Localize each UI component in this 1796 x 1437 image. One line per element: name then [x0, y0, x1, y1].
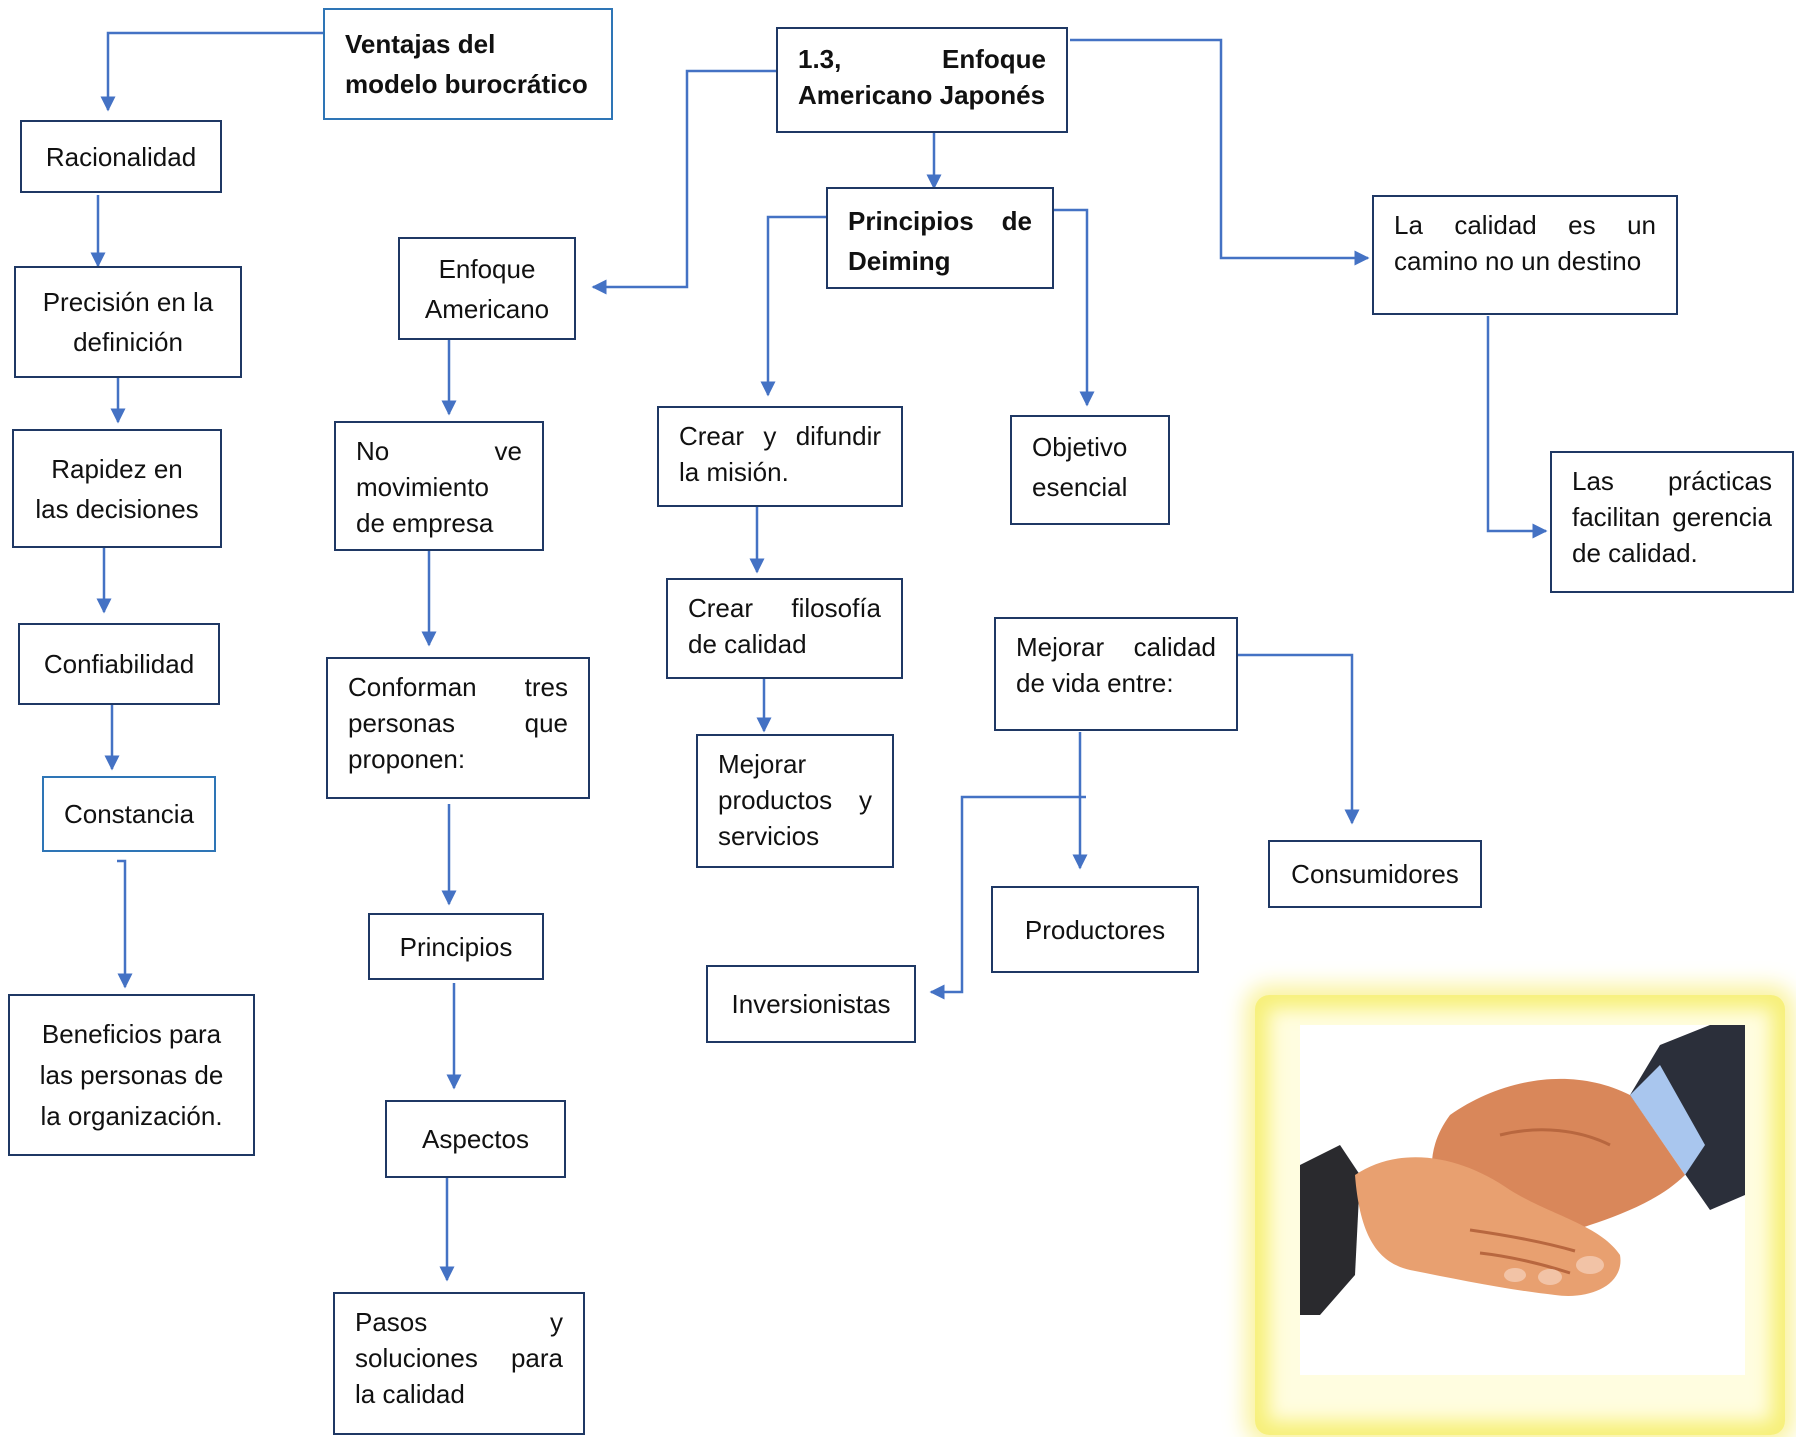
node-confiabilidad-label: Confiabilidad [43, 649, 195, 679]
node-racionalidad-label: Racionalidad [45, 141, 197, 172]
arrow-calidad-practicas [1486, 316, 1548, 539]
arrow-vida-inversionistas [929, 795, 1086, 1000]
node-inversionistas-label: Inversionistas [731, 989, 891, 1019]
node-objetivo-label: Objetivo esencial [1032, 432, 1128, 502]
node-crear-filosofia: Crear filosofía de calidad [666, 578, 903, 679]
node-productores-label: Productores [1024, 914, 1166, 945]
node-practicas: Las prácticas facilitan gerencia de cali… [1550, 451, 1794, 593]
node-mejorar-productos: Mejorar productos y servicios [696, 734, 894, 868]
node-mejorar-productos-label: Mejorar productos y servicios [718, 749, 872, 851]
node-deiming: Principios de Deiming [826, 187, 1054, 289]
node-aspectos-label: Aspectos [422, 1124, 529, 1154]
arrow-deiming-crear [760, 215, 829, 397]
arrow-vida-consumidores [1238, 653, 1360, 825]
node-conforman: Conforman tres personas que proponen: [326, 657, 590, 799]
arrow-enfoque-aj-americano [591, 69, 777, 295]
node-enfoque-americano: Enfoque Americano [398, 237, 576, 340]
node-principios-label: Principios [399, 931, 513, 962]
node-no-ve-label: No ve movimiento de empresa [356, 436, 522, 538]
node-precision: Precisión en la definición [14, 266, 242, 378]
node-calidad-camino-label: La calidad es un camino no un destino [1394, 210, 1656, 276]
node-confiabilidad: Confiabilidad [18, 623, 220, 705]
node-pasos-label: Pasos y soluciones para la calidad [355, 1307, 563, 1409]
node-beneficios-label: Beneficios para las personas de la organ… [39, 1018, 224, 1131]
node-deiming-label: Principios de Deiming [848, 206, 1032, 276]
node-pasos: Pasos y soluciones para la calidad [333, 1292, 585, 1435]
node-precision-label: Precisión en la definición [42, 287, 214, 357]
arrow-ventajas-racionalidad [100, 31, 323, 112]
node-crear-difundir-label: Crear y difundir la misión. [679, 421, 881, 487]
node-consumidores-label: Consumidores [1291, 859, 1459, 889]
node-enfoque-americano-label: Enfoque Americano [424, 253, 550, 324]
node-principios: Principios [368, 913, 544, 980]
node-inversionistas: Inversionistas [706, 965, 916, 1043]
node-ventajas: Ventajas del modelo burocrático [323, 8, 613, 120]
node-enfoque-aj: 1.3, Enfoque Americano Japonés [776, 27, 1068, 133]
node-racionalidad: Racionalidad [20, 120, 222, 193]
node-aspectos: Aspectos [385, 1100, 566, 1178]
node-enfoque-aj-label: 1.3, Enfoque Americano Japonés [798, 44, 1046, 110]
handshake-image [1300, 1025, 1745, 1375]
node-consumidores: Consumidores [1268, 840, 1482, 908]
arrow-deiming-objetivo [1054, 208, 1095, 407]
arrow-constancia-beneficios [117, 859, 133, 989]
node-beneficios: Beneficios para las personas de la organ… [8, 994, 255, 1156]
node-constancia-label: Constancia [63, 799, 195, 829]
node-calidad-camino: La calidad es un camino no un destino [1372, 195, 1678, 315]
node-conforman-label: Conforman tres personas que proponen: [348, 672, 568, 774]
arrow-enfoque-aj-calidad [1070, 38, 1370, 266]
node-rapidez: Rapidez en las decisiones [12, 429, 222, 548]
node-productores: Productores [991, 886, 1199, 973]
node-crear-difundir: Crear y difundir la misión. [657, 406, 903, 507]
node-constancia: Constancia [42, 776, 216, 852]
node-mejorar-vida: Mejorar calidad de vida entre: [994, 617, 1238, 731]
node-no-ve: No ve movimiento de empresa [334, 421, 544, 551]
node-rapidez-label: Rapidez en las decisiones [35, 453, 199, 524]
node-objetivo: Objetivo esencial [1010, 415, 1170, 525]
handshake-icon [1300, 1025, 1745, 1375]
node-mejorar-vida-label: Mejorar calidad de vida entre: [1016, 632, 1216, 698]
node-ventajas-label: Ventajas del modelo burocrático [345, 29, 588, 99]
node-practicas-label: Las prácticas facilitan gerencia de cali… [1572, 466, 1772, 568]
node-crear-filosofia-label: Crear filosofía de calidad [688, 593, 881, 659]
